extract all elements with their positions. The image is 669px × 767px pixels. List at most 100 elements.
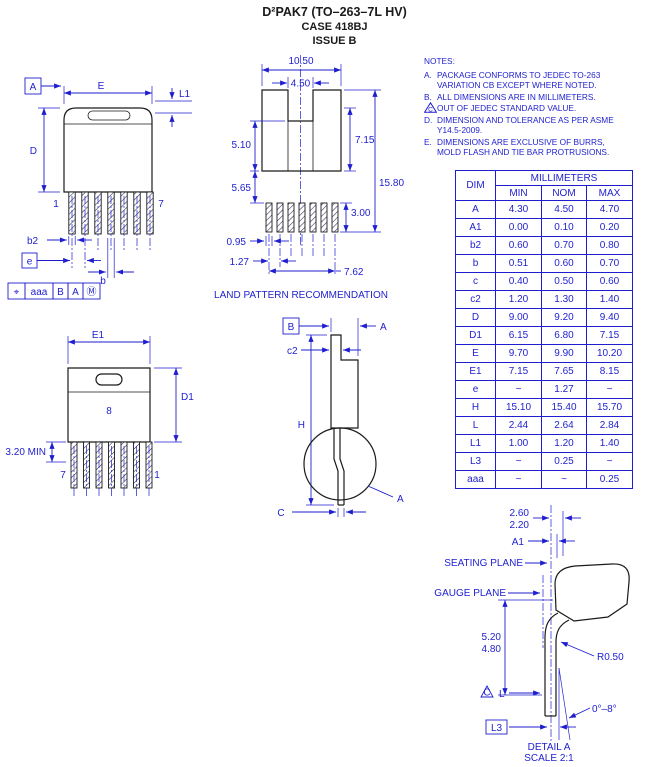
note-c: C OUT OF JEDEC STANDARD VALUE. [424, 102, 666, 114]
dim-label-e1: E1 [92, 330, 105, 341]
dim-label-d1: D1 [181, 392, 194, 403]
max-cell: 7.15 [586, 326, 633, 345]
front-view: E A L1 D 1 7 b2 e [7, 77, 192, 300]
table-row: e~1.27~ [455, 380, 633, 399]
dim-label-d: D [30, 146, 37, 157]
issue-revision: ISSUE B [312, 35, 357, 47]
dim-label-h: H [298, 420, 305, 431]
gauge-plane-label: GAUGE PLANE [434, 588, 506, 599]
max-cell: 1.40 [586, 434, 633, 453]
note-a-label: A. [424, 69, 432, 80]
note-e: E. DIMENSIONS ARE EXCLUSIVE OF BURRS, MO… [424, 137, 666, 158]
dim-l3-box [485, 719, 508, 735]
table-row: L3~0.25~ [455, 452, 633, 471]
datum-b-label: B [288, 322, 295, 333]
max-cell: 0.25 [586, 470, 633, 489]
detail-a-circle [303, 427, 377, 501]
max-cell: ~ [586, 380, 633, 399]
notes-block: NOTES: A. PACKAGE CONFORMS TO JEDEC TO-2… [424, 56, 666, 158]
dim-label-450: 4.50 [291, 79, 311, 90]
note-b-text: ALL DIMENSIONS ARE IN MILLIMETERS. [437, 91, 596, 102]
pin-7-label: 7 [158, 199, 164, 210]
title-block: D²PAK7 (TO–263–7L HV) CASE 418BJ ISSUE B [0, 5, 669, 47]
dim-label-520: 5.20 [482, 632, 502, 643]
triangle-flag-icon [480, 685, 494, 698]
case-number: CASE 418BJ [301, 21, 368, 33]
pin-8-label: 8 [106, 406, 112, 417]
dim-label-715: 7.15 [355, 135, 375, 146]
dim-label-c: C [277, 508, 284, 519]
triangle-flag-icon: C [424, 102, 437, 113]
tab-mark [87, 110, 131, 121]
pin-1-label: 1 [53, 199, 59, 210]
detail-body-section [554, 563, 630, 622]
radius-label: R0.50 [597, 652, 624, 663]
dim-label-127: 1.27 [230, 257, 250, 268]
seating-plane-label: SEATING PLANE [444, 558, 523, 569]
pad-centerlines [268, 234, 336, 275]
dim-label-260: 2.60 [510, 508, 530, 519]
table-subheader-row: MIN NOM MAX [456, 185, 633, 201]
dim-label-b2: b2 [27, 236, 39, 247]
dim-label-095: 0.95 [227, 237, 247, 248]
lead-centerlines [71, 196, 151, 268]
note-a: A. PACKAGE CONFORMS TO JEDEC TO-263 VARI… [424, 70, 666, 91]
angle-label: 0°–8° [592, 704, 617, 715]
rear-view-land-pattern: 10.50 4.50 5.10 5.65 7.15 15.8 [214, 55, 404, 301]
dim-label-320min: 3.20 MIN [5, 447, 46, 458]
fcf-tolerance: aaa [31, 287, 48, 298]
fcf-datum-b: B [57, 287, 64, 298]
rear-body-outline [261, 89, 342, 172]
dim-label-a: A [380, 322, 387, 333]
note-b: B. ALL DIMENSIONS ARE IN MILLIMETERS. [424, 92, 666, 103]
page-title: D²PAK7 (TO–263–7L HV) [262, 5, 407, 19]
note-c-text: OUT OF JEDEC STANDARD VALUE. [437, 103, 577, 114]
dim-label-220: 2.20 [510, 520, 530, 531]
dim-label-l: L [499, 689, 505, 700]
dim-label-b: b [100, 276, 106, 287]
pin-1-label: 1 [154, 470, 160, 481]
note-e-label: E. [424, 136, 432, 147]
dim-label-1050: 10.50 [288, 56, 313, 67]
dim-label-300: 3.00 [351, 208, 371, 219]
dim-label-l1: L1 [179, 89, 191, 100]
note-a-text: PACKAGE CONFORMS TO JEDEC TO-263 VARIATI… [437, 69, 601, 91]
note-d-text: DIMENSION AND TOLERANCE AS PER ASME Y14.… [437, 114, 614, 136]
mmc-modifier-icon: Ⓜ [87, 286, 97, 298]
note-c-flag-letter: C [428, 106, 433, 113]
side-lead [333, 428, 339, 505]
side-body-outline [330, 334, 359, 429]
notes-heading: NOTES: [424, 56, 455, 66]
dim-label-a1: A1 [512, 537, 525, 548]
note-e-text: DIMENSIONS ARE EXCLUSIVE OF BURRS, MOLD … [437, 136, 610, 158]
package-body-outline [63, 107, 153, 193]
fcf-datum-a: A [72, 287, 79, 298]
position-symbol-icon: ⌖ [14, 287, 20, 298]
note-b-label: B. [424, 91, 432, 102]
detail-a-callout: A [397, 494, 404, 505]
detail-lead [544, 612, 559, 716]
dim-label-e: E [98, 81, 105, 92]
dim-label-762: 7.62 [344, 267, 364, 278]
detail-scale: SCALE 2:1 [524, 753, 574, 764]
detail-title: DETAIL A [528, 742, 571, 753]
lead-centerlines [73, 446, 150, 498]
dim-label-480: 4.80 [482, 644, 502, 655]
note-d-label: D. [424, 114, 433, 125]
dim-label-l3: L3 [491, 723, 503, 734]
tab-slot [95, 373, 123, 386]
side-view: B A c2 H C A [277, 317, 404, 519]
dim-label-c2: c2 [287, 346, 298, 357]
table-row: aaa~~0.25 [455, 470, 633, 489]
